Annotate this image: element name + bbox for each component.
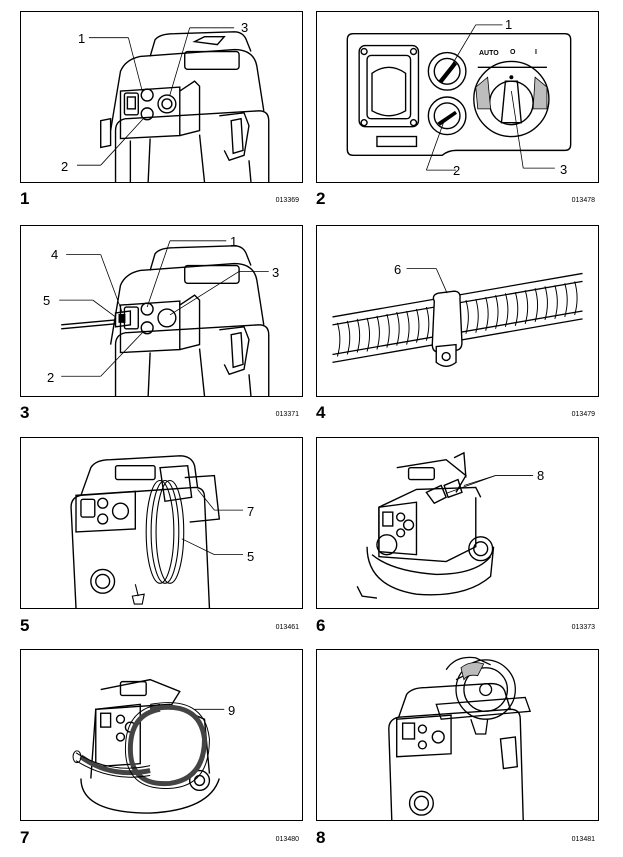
figure-number: 5: [20, 616, 30, 635]
callout-7: 7: [247, 504, 255, 519]
figure-7-panel: 9: [20, 649, 303, 821]
figure-number: 8: [316, 828, 326, 847]
figure-number: 4: [316, 403, 326, 422]
hose-clip-illustration: [332, 268, 583, 368]
vacuum-plug-illustration: [59, 240, 270, 396]
figure-8-panel: [316, 649, 599, 821]
vacuum-accessory-illustration: [356, 451, 534, 599]
callout-9: 9: [228, 703, 236, 718]
callout-6: 6: [394, 262, 402, 277]
tool-mount-illustration: [388, 656, 532, 820]
figure-number: 6: [316, 616, 326, 635]
callout-4: 4: [51, 247, 59, 262]
callout-3: 3: [560, 162, 568, 177]
callout-2: 2: [47, 370, 55, 385]
callout-3: 3: [272, 265, 280, 280]
figure-2-panel: AUTO O I 1 2 3: [316, 11, 599, 183]
figure-number: 1: [20, 189, 30, 208]
figure-number: 2: [316, 189, 326, 208]
switch-label-on: I: [535, 49, 537, 56]
figure-4-panel: 6: [316, 225, 599, 397]
figure-code: 013481: [571, 836, 595, 843]
callout-5: 5: [247, 549, 255, 564]
callout-1: 1: [505, 17, 513, 32]
vacuum-front-illustration: [76, 27, 270, 182]
figure-3-panel: 1 2 3 4 5: [20, 225, 303, 397]
figure-number: 7: [20, 828, 30, 847]
figure-6-panel: 8: [316, 437, 599, 609]
figure-code: 013373: [571, 624, 595, 631]
switch-label-off: O: [510, 49, 516, 56]
hose-storage-illustration: [72, 678, 225, 814]
callout-1: 1: [230, 234, 238, 249]
callout-2: 2: [453, 163, 461, 178]
switch-label-auto: AUTO: [479, 50, 499, 57]
figure-code: 013461: [275, 624, 299, 631]
figure-code: 013479: [571, 411, 595, 418]
figure-5-panel: 7 5: [20, 437, 303, 609]
figure-code: 013480: [275, 836, 299, 843]
figure-code: 013369: [275, 197, 299, 204]
callout-8: 8: [537, 468, 545, 483]
callout-3: 3: [241, 20, 249, 35]
figure-1-panel: 1 2 3: [20, 11, 303, 183]
figure-code: 013371: [275, 411, 299, 418]
callout-5: 5: [43, 293, 51, 308]
figure-number: 3: [20, 403, 30, 422]
control-panel-illustration: [346, 24, 572, 171]
callout-2: 2: [61, 159, 69, 174]
cord-storage-illustration: [70, 455, 244, 608]
figure-code: 013478: [571, 197, 595, 204]
callout-1: 1: [78, 31, 86, 46]
